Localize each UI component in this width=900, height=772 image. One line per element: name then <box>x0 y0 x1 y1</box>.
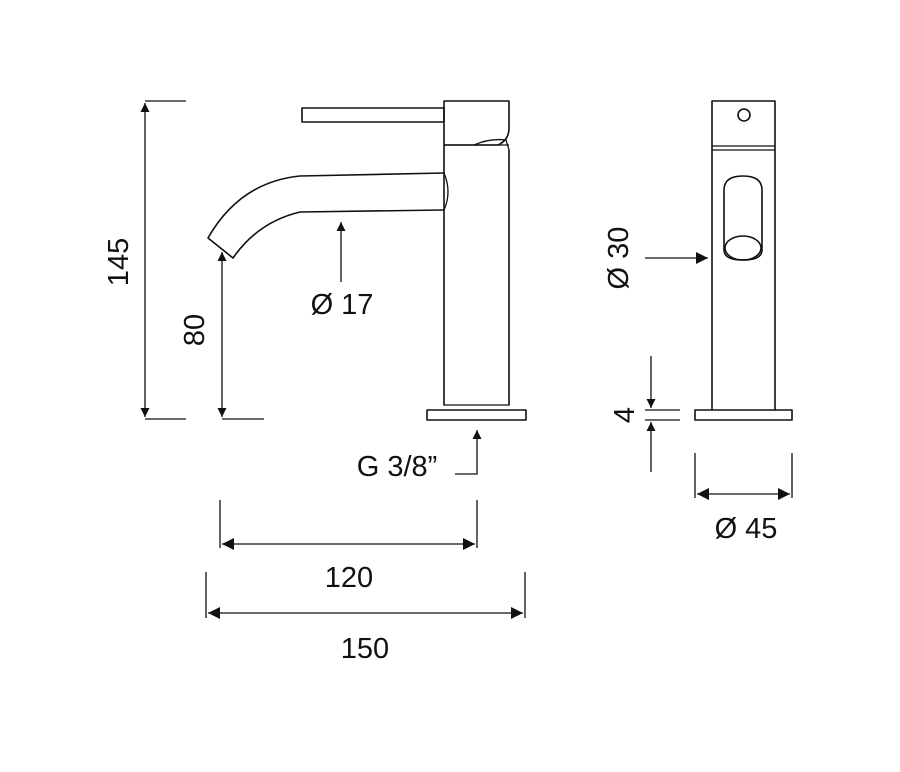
front-spout <box>723 175 763 261</box>
spout-joint <box>443 172 449 211</box>
dim-overall-length: 150 <box>341 633 389 665</box>
front-view <box>694 100 793 421</box>
front-body <box>711 100 776 411</box>
dim-body-diameter: Ø 30 <box>603 227 635 290</box>
dim-spout-diameter: Ø 17 <box>311 289 374 321</box>
set-screw <box>737 108 751 122</box>
dim-spout-height: 80 <box>179 314 211 346</box>
dim-thread: G 3/8” <box>357 451 438 483</box>
dim-height-total: 145 <box>103 238 135 286</box>
base-plate <box>426 409 527 421</box>
dim-base-thickness: 4 <box>609 407 641 423</box>
side-view <box>207 100 527 421</box>
dim-base-diameter: Ø 45 <box>715 513 778 545</box>
handle-head <box>443 100 510 146</box>
dimension-lines <box>140 100 793 619</box>
front-base-plate <box>694 409 793 421</box>
cartridge-band <box>444 138 510 151</box>
body <box>443 144 510 406</box>
spout <box>207 172 445 259</box>
dim-spout-reach: 120 <box>325 562 373 594</box>
handle-lever <box>301 107 445 123</box>
